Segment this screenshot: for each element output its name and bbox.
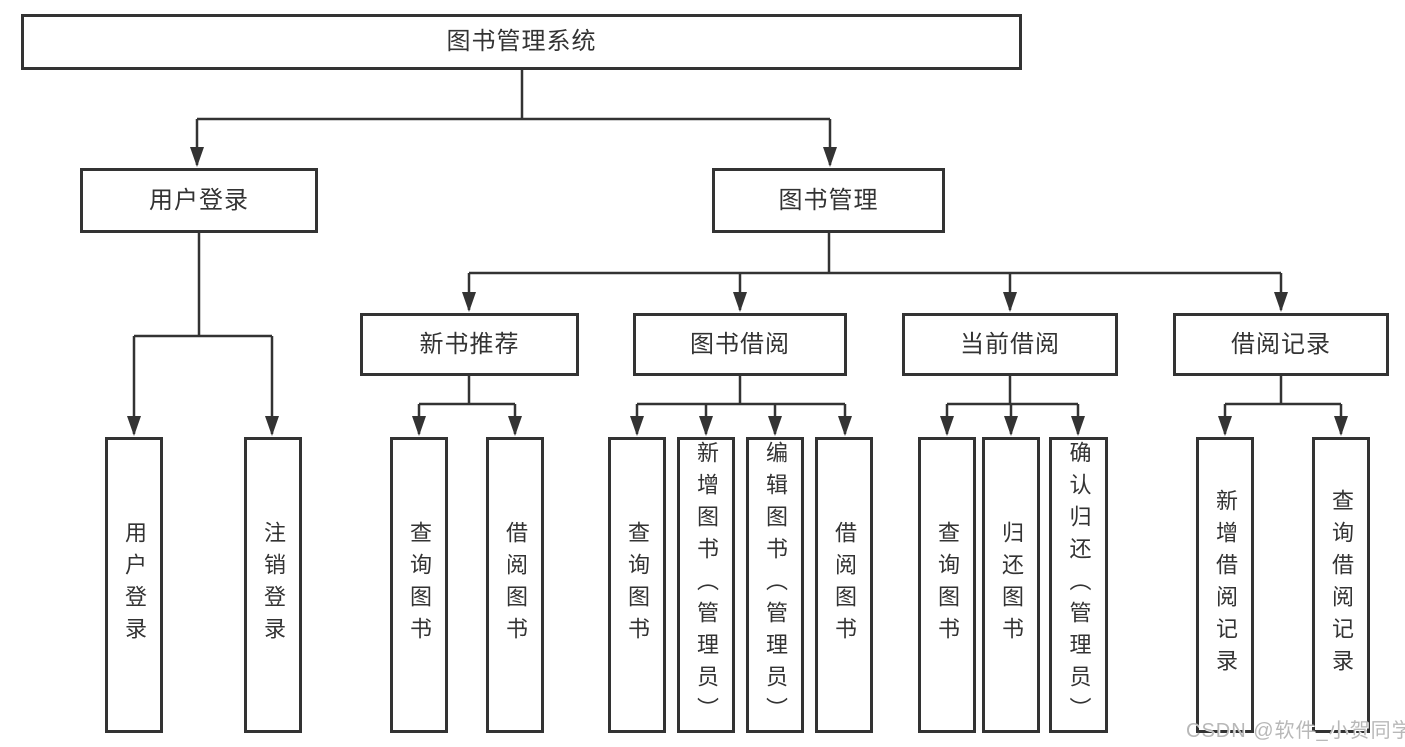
leaf-borrow-books-label: 借阅图书: [832, 521, 857, 649]
leaf-query-books-borrowing-label: 查询图书: [625, 521, 650, 649]
leaf-query-borrow-record-label: 查询借阅记录: [1329, 489, 1354, 681]
leaf-borrow-books: 借阅图书: [815, 437, 873, 733]
leaf-confirm-return-admin: 确认归还（管理员）: [1049, 437, 1108, 733]
node-new-book-recommend-label: 新书推荐: [419, 330, 520, 358]
leaf-add-book-admin-label: 新增图书（管理员）: [694, 441, 719, 729]
leaf-logout: 注销登录: [244, 437, 302, 733]
leaf-add-book-admin: 新增图书（管理员）: [677, 437, 735, 733]
node-book-management: 图书管理: [712, 168, 945, 233]
leaf-confirm-return-admin-label: 确认归还（管理员）: [1066, 441, 1092, 729]
csdn-watermark: CSDN @软件_小贺同学: [1186, 720, 1405, 742]
node-library-system: 图书管理系统: [21, 14, 1022, 70]
leaf-edit-book-admin-label: 编辑图书（管理员）: [763, 441, 788, 729]
leaf-return-books: 归还图书: [982, 437, 1040, 733]
leaf-query-books-borrowing: 查询图书: [608, 437, 666, 733]
node-library-system-label: 图书管理系统: [446, 28, 597, 55]
leaf-user-login-label: 用户登录: [122, 521, 147, 649]
node-current-borrowing: 当前借阅: [902, 313, 1118, 376]
node-user-login-label: 用户登录: [149, 186, 249, 214]
leaf-query-books-current-label: 查询图书: [935, 521, 960, 649]
leaf-query-borrow-record: 查询借阅记录: [1312, 437, 1370, 733]
leaf-return-books-label: 归还图书: [999, 521, 1024, 649]
node-borrowing-records: 借阅记录: [1173, 313, 1389, 376]
node-current-borrowing-label: 当前借阅: [960, 330, 1060, 358]
leaf-query-books-recommend-label: 查询图书: [407, 521, 432, 649]
node-user-login: 用户登录: [80, 168, 318, 233]
arrowheads: [127, 147, 1348, 436]
node-book-management-label: 图书管理: [778, 186, 879, 214]
leaf-user-login: 用户登录: [105, 437, 163, 733]
node-book-borrowing-label: 图书借阅: [690, 330, 790, 358]
node-new-book-recommend: 新书推荐: [360, 313, 579, 376]
leaf-add-borrow-record-label: 新增借阅记录: [1213, 489, 1238, 681]
leaf-edit-book-admin: 编辑图书（管理员）: [746, 437, 804, 733]
node-book-borrowing: 图书借阅: [633, 313, 847, 376]
leaf-logout-label: 注销登录: [261, 521, 286, 649]
leaf-add-borrow-record: 新增借阅记录: [1196, 437, 1254, 733]
leaf-query-books-current: 查询图书: [918, 437, 976, 733]
leaf-query-books-recommend: 查询图书: [390, 437, 448, 733]
leaf-borrow-books-recommend-label: 借阅图书: [503, 521, 528, 649]
node-borrowing-records-label: 借阅记录: [1231, 330, 1331, 358]
leaf-borrow-books-recommend: 借阅图书: [486, 437, 544, 733]
